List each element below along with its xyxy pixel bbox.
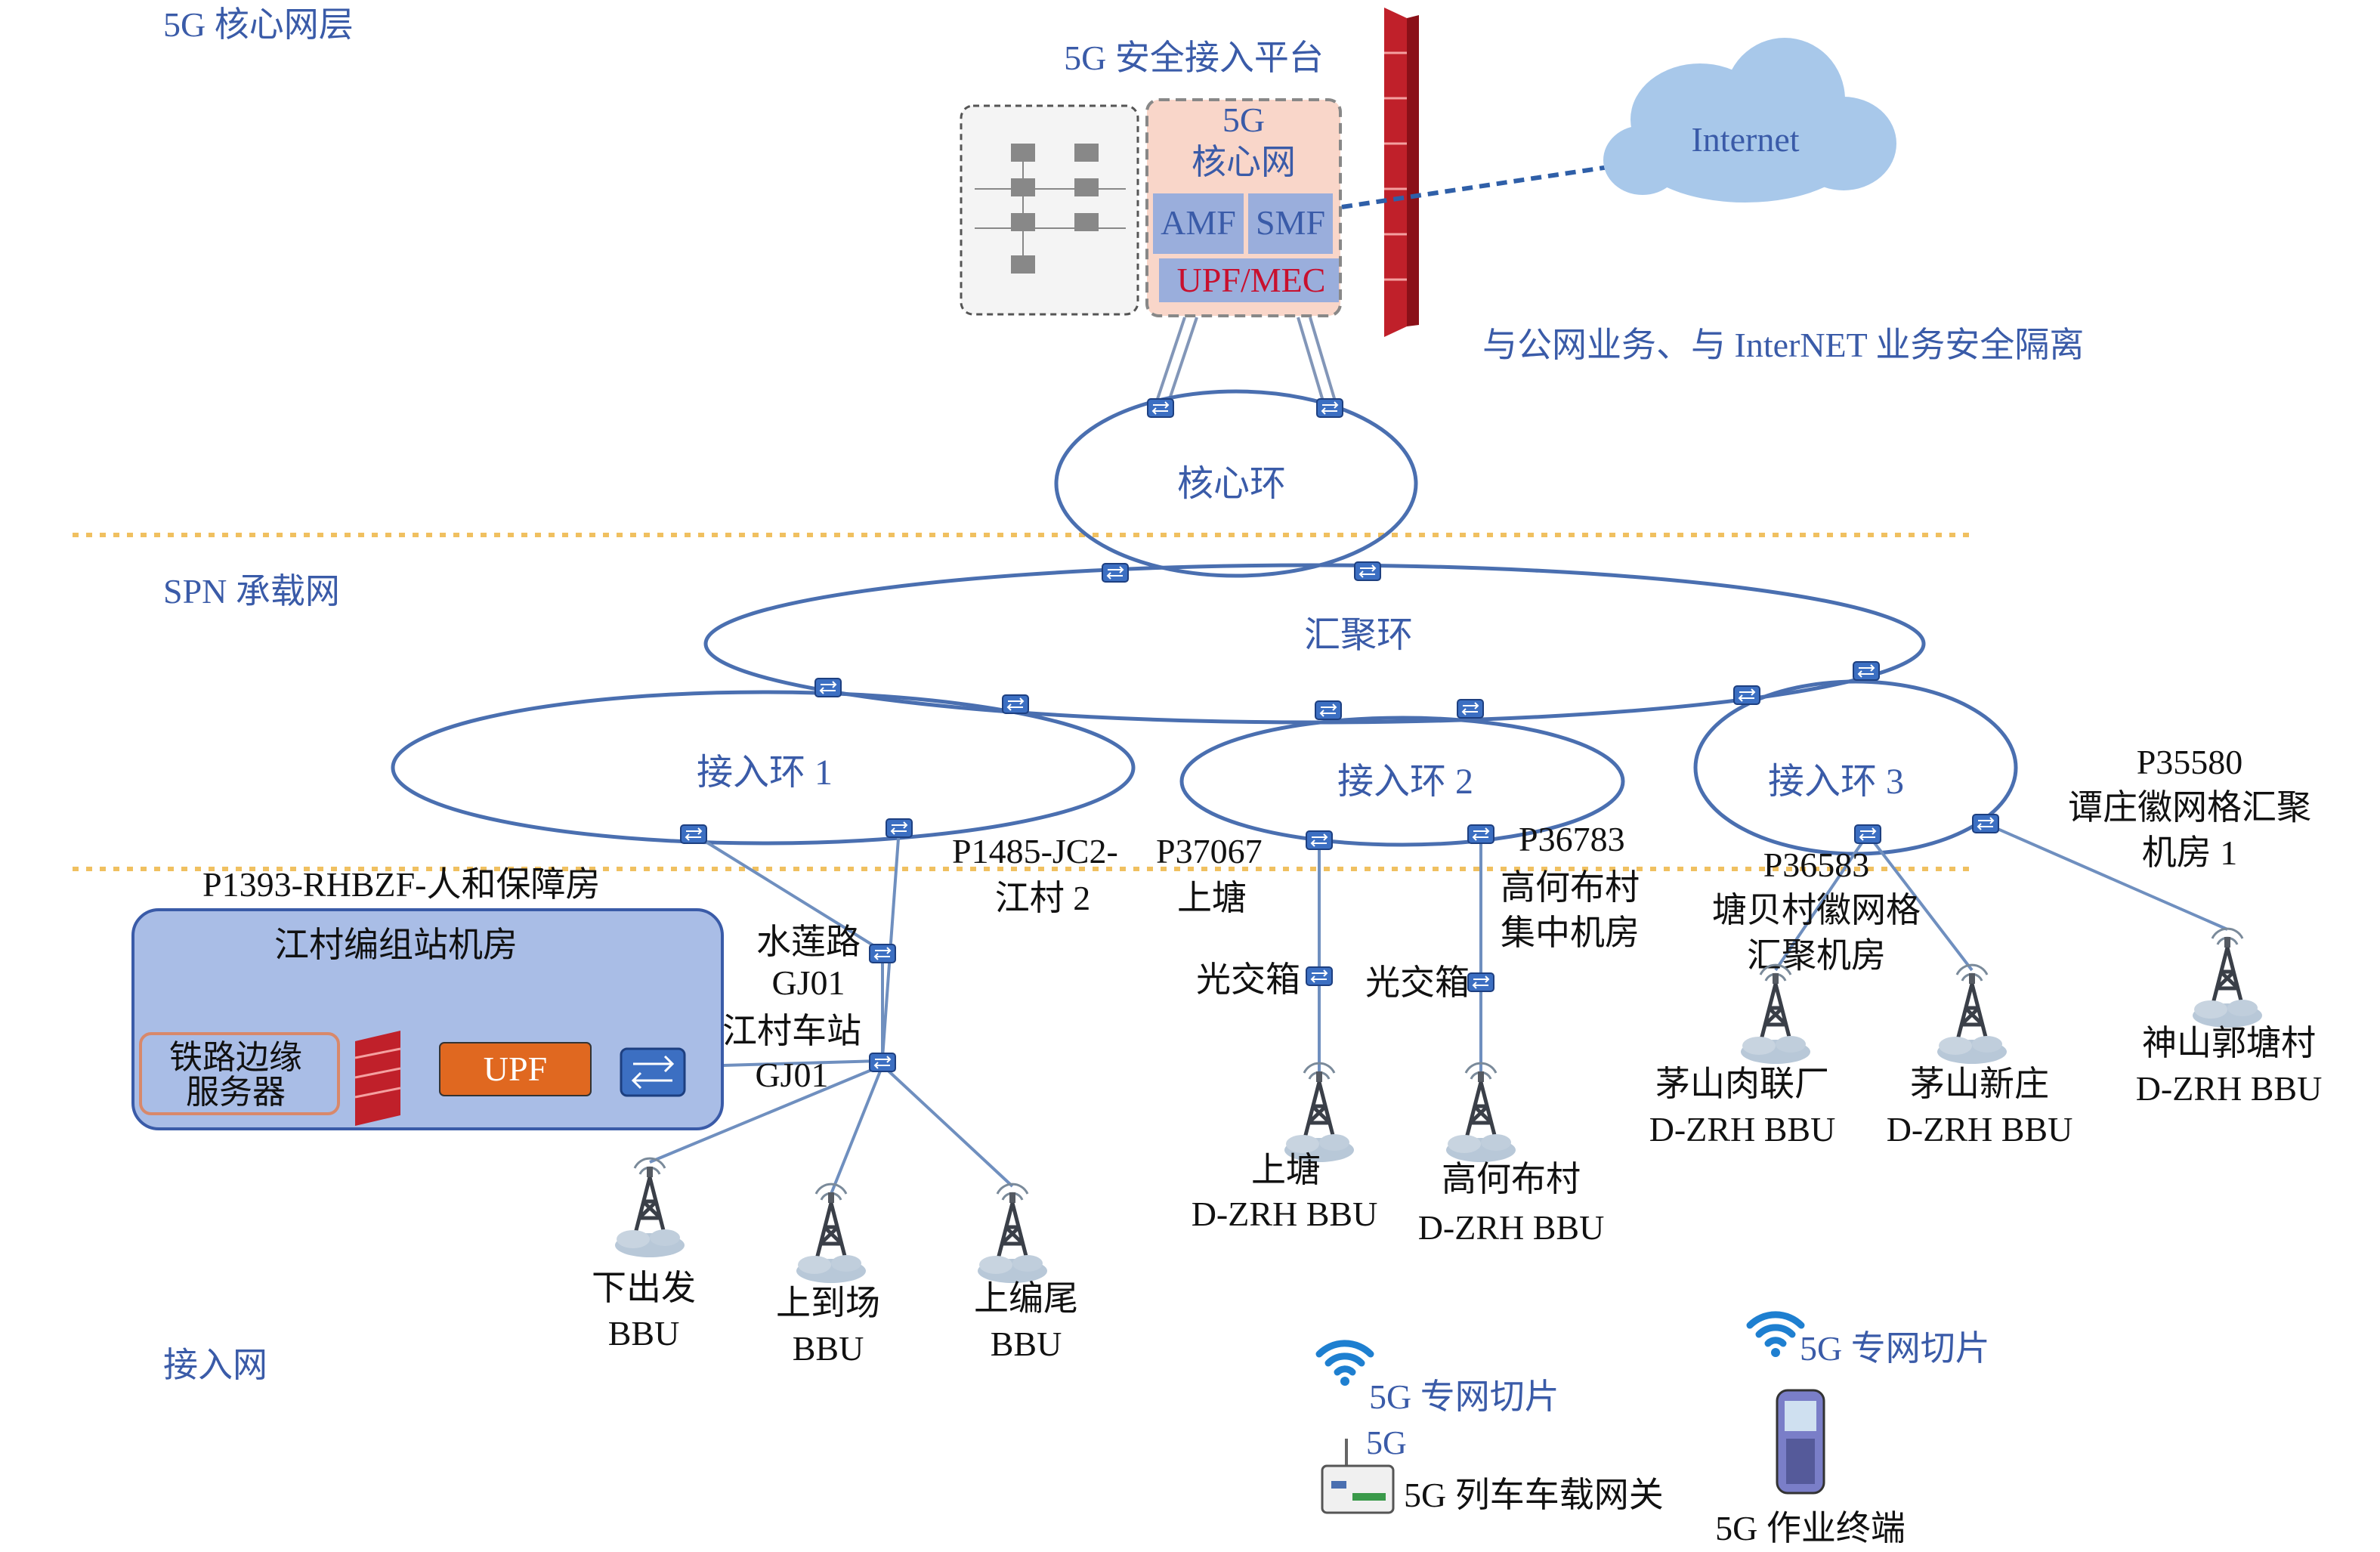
router-gateway-icon [1321, 1439, 1395, 1514]
gaohebu-label-2: D-ZRH BBU [1418, 1208, 1605, 1247]
upf-label: UPF [484, 1050, 547, 1088]
access-ring-2-label: 接入环 2 [1337, 762, 1473, 802]
p35580-label-3: 机房 1 [2142, 833, 2238, 872]
tower-icon-shangtang [1284, 1063, 1354, 1162]
core-layer-label: 5G 核心网层 [163, 5, 354, 44]
gaohebu-label-1: 高何布村 [1442, 1160, 1581, 1198]
p36583-label-3: 汇聚机房 [1747, 936, 1886, 975]
tower-icon-shangdaochang [796, 1184, 866, 1283]
internet-cloud-icon [1603, 38, 1896, 203]
shangdaochang-label-1: 上到场 [776, 1284, 880, 1322]
jiangcun-station-label-2: GJ01 [755, 1056, 828, 1094]
tower-icon-shangbianwei [978, 1184, 1047, 1283]
gateway-5g-tag: 5G [1366, 1424, 1407, 1461]
access-ring-3-label: 接入环 3 [1768, 762, 1904, 802]
terminal-label: 5G 作业终端 [1715, 1509, 1906, 1547]
access-layer-label: 接入网 [163, 1346, 267, 1384]
shangdaochang-label-2: BBU [793, 1329, 864, 1368]
spn-layer-label: SPN 承载网 [163, 572, 340, 611]
internet-label: Internet [1691, 120, 1799, 159]
upf-mec-box [1159, 258, 1339, 302]
maoshanxin-label-1: 茅山新庄 [1910, 1065, 2049, 1103]
platform-title: 5G 安全接入平台 [1064, 39, 1324, 77]
p36783-label-3: 集中机房 [1501, 914, 1640, 952]
access-ring-2 [1179, 716, 1625, 847]
p1485-label-2: 江村 2 [995, 879, 1091, 917]
shenshan-label-2: D-ZRH BBU [2136, 1069, 2323, 1108]
amf-label: AMF [1161, 203, 1236, 242]
tower-icon-shenshan [2193, 929, 2262, 1028]
p36783-label-2: 高何布村 [1501, 868, 1640, 907]
maoshanrou-label-1: 茅山肉联厂 [1655, 1065, 1829, 1103]
p1485-label-1: P1485-JC2- [952, 832, 1118, 870]
upf-box [439, 1042, 592, 1096]
p37067-label-1: P37067 [1156, 832, 1263, 870]
jiangcun-room-label: 江村编组站机房 [274, 926, 518, 964]
edge-server-label-2: 服务器 [186, 1074, 286, 1111]
p35580-label-2: 谭庄徽网格汇聚 [2068, 788, 2311, 827]
maoshanxin-label-2: D-ZRH BBU [1887, 1110, 2073, 1149]
core-ring [1054, 389, 1418, 578]
amf-box [1153, 193, 1244, 254]
shangbianwei-label-1: 上编尾 [974, 1279, 1078, 1318]
slice-a-label: 5G 专网切片 [1369, 1377, 1559, 1416]
p37067-label-2: 上塘 [1177, 879, 1247, 917]
shuilian-label-2: GJ01 [771, 963, 845, 1002]
xiachufa-label-2: BBU [608, 1314, 680, 1353]
edge-server-box [139, 1032, 340, 1115]
shangtang-label-2: D-ZRH BBU [1192, 1195, 1378, 1233]
core-label-network: 核心网 [1192, 143, 1296, 181]
smf-box [1248, 193, 1333, 254]
shangbianwei-label-2: BBU [991, 1325, 1062, 1363]
tower-icon-maoshanxin [1937, 965, 2007, 1064]
firewall-wall-icon [1384, 8, 1419, 337]
shenshan-label-1: 神山郭塘村 [2142, 1024, 2316, 1062]
p35580-label-1: P35580 [2137, 743, 2243, 781]
p36583-label-2: 塘贝村徽网格 [1712, 891, 1921, 929]
tower-icon-gaohebu [1446, 1063, 1516, 1162]
vpn-module-panel [960, 104, 1139, 316]
firewall-icon [354, 1031, 401, 1126]
maoshanrou-label-2: D-ZRH BBU [1649, 1110, 1836, 1149]
access-ring-1-label: 接入环 1 [697, 753, 833, 793]
phone-terminal-icon [1776, 1389, 1825, 1495]
aggregation-ring-label: 汇聚环 [1304, 615, 1413, 655]
upf-mec-label: UPF/MEC [1177, 261, 1326, 299]
p36783-label-1: P36783 [1519, 820, 1625, 858]
core-label-5g: 5G [1222, 100, 1265, 139]
p1393-label: P1393-RHBZF-人和保障房 [202, 865, 600, 904]
fiber-box-2-label: 光交箱 [1365, 963, 1470, 1002]
shuilian-label-1: 水莲路 [756, 923, 861, 961]
jiangcun-station-label-1: 江村车站 [722, 1012, 861, 1050]
tower-icon-maoshanrou [1741, 965, 1810, 1064]
tower-icon-xiachufa [615, 1158, 685, 1257]
smf-label: SMF [1256, 203, 1325, 242]
isolation-note: 与公网业务、与 InterNET 业务安全隔离 [1482, 326, 2084, 364]
wifi-icon-gateway [1319, 1343, 1371, 1386]
p36583-label-1: P36583 [1763, 846, 1870, 884]
access-ring-1 [391, 690, 1136, 846]
core-ring-label: 核心环 [1177, 464, 1286, 504]
gateway-label: 5G 列车车载网关 [1404, 1476, 1664, 1514]
wifi-icon-terminal [1750, 1315, 1801, 1357]
room-router-icon [620, 1047, 686, 1097]
fiber-box-1-label: 光交箱 [1196, 960, 1300, 999]
slice-b-label: 5G 专网切片 [1800, 1329, 1990, 1368]
edge-server-label-1: 铁路边缘 [169, 1039, 302, 1076]
xiachufa-label-1: 下出发 [592, 1269, 696, 1307]
shangtang-label-1: 上塘 [1251, 1151, 1321, 1189]
